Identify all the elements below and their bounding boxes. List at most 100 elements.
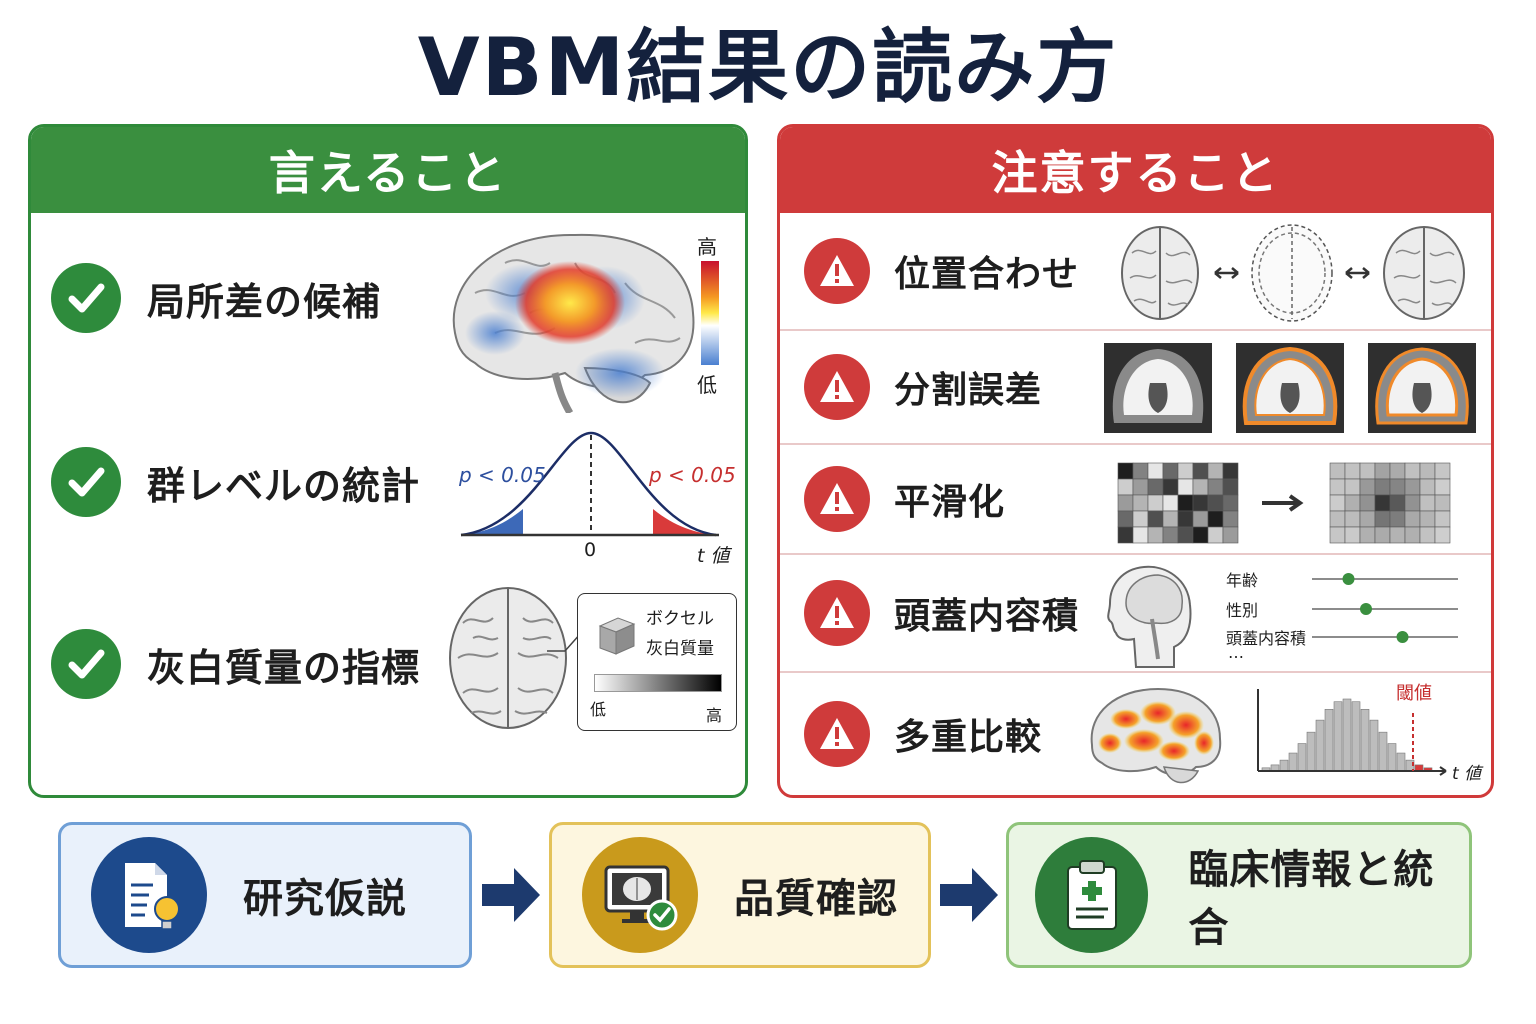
smoothing-grid-cell bbox=[1192, 494, 1209, 512]
smoothing-grid-cell bbox=[1222, 510, 1239, 528]
check-icon bbox=[51, 629, 121, 699]
smoothing-grid-cell bbox=[1222, 478, 1239, 496]
caution-item-tiv: 頭蓋内容積 年齢 性別 頭蓋内容積 … bbox=[780, 555, 1491, 673]
smoothing-grid-cell bbox=[1419, 526, 1436, 544]
caution-item-segmentation: 分割誤差 bbox=[780, 331, 1491, 445]
histogram-bar bbox=[1315, 719, 1325, 772]
brain-multiple-blobs-illustration bbox=[1090, 687, 1222, 784]
smoothing-grid-cell bbox=[1177, 494, 1194, 512]
can-say-item-local-difference: 局所差の候補 bbox=[51, 263, 381, 333]
item-label: 頭蓋内容積 bbox=[894, 596, 1080, 637]
smoothing-grid-cell bbox=[1434, 526, 1451, 544]
caution-heading: 注意すること bbox=[780, 127, 1491, 213]
head-profile-illustration bbox=[1107, 565, 1192, 668]
voxel-callout-line bbox=[547, 632, 582, 652]
flow-step-label: 臨床情報と統合 bbox=[1188, 847, 1435, 951]
flow-step-clinical-integration: 臨床情報と統合 bbox=[1006, 822, 1472, 968]
item-label: 多重比較 bbox=[894, 717, 1043, 758]
item-label: 群レベルの統計 bbox=[147, 463, 421, 508]
smoothing-grid-cell bbox=[1434, 478, 1451, 496]
can-say-item-group-statistics: 群レベルの統計 bbox=[51, 447, 420, 517]
smoothing-illustration bbox=[1117, 462, 1451, 544]
item-label: 灰白質量の指標 bbox=[147, 645, 421, 690]
smoothing-grid-cell bbox=[1359, 478, 1376, 496]
smoothing-grid-cell bbox=[1434, 510, 1451, 528]
smoothing-grid-cell bbox=[1177, 462, 1194, 480]
registration-illustration bbox=[1121, 224, 1465, 322]
covariate-list: 年齢 性別 頭蓋内容積 … bbox=[1226, 563, 1486, 673]
histogram-bar bbox=[1333, 701, 1343, 772]
smoothing-grid-cell bbox=[1344, 478, 1361, 496]
null-distribution-histogram bbox=[1257, 689, 1447, 776]
warning-icon bbox=[804, 466, 870, 532]
smoothing-grid-cell bbox=[1344, 510, 1361, 528]
smoothing-grid-cell bbox=[1329, 510, 1346, 528]
smoothing-grid-cell bbox=[1329, 462, 1346, 480]
smoothing-grid-cell bbox=[1359, 494, 1376, 512]
smoothing-grid-cell bbox=[1192, 478, 1209, 496]
distribution-zero-label: 0 bbox=[584, 539, 597, 561]
t-distribution-plot bbox=[460, 431, 719, 537]
smoothing-grid-cell bbox=[1162, 478, 1179, 496]
warning-icon bbox=[804, 238, 870, 304]
smoothing-grid-cell bbox=[1192, 526, 1209, 544]
flow-step-label: 品質確認 bbox=[734, 876, 898, 922]
grayscale-low-label: 低 bbox=[590, 700, 607, 719]
smoothing-grid-cell bbox=[1117, 510, 1134, 528]
smoothing-grid-cell bbox=[1419, 510, 1436, 528]
smoothing-grid-cell bbox=[1222, 526, 1239, 544]
histogram-bar bbox=[1297, 743, 1307, 772]
smoothing-grid-cell bbox=[1374, 478, 1391, 496]
smoothing-grid-cell bbox=[1344, 494, 1361, 512]
smoothing-grid-cell bbox=[1359, 510, 1376, 528]
covariate-sex-label: 性別 bbox=[1226, 601, 1259, 620]
voxel-legend-box: ボクセル 灰白質量 低 高 bbox=[577, 593, 737, 731]
brain-heatmap-illustration bbox=[452, 233, 695, 413]
smoothing-grid-cell bbox=[1374, 526, 1391, 544]
smoothing-grid-cell bbox=[1419, 462, 1436, 480]
caution-item-smoothing: 平滑化 bbox=[780, 445, 1491, 555]
smoothing-grid-cell bbox=[1222, 494, 1239, 512]
smoothing-grid-cell bbox=[1147, 510, 1164, 528]
smoothing-grid-cell bbox=[1147, 526, 1164, 544]
smoothing-grid-cell bbox=[1404, 510, 1421, 528]
smoothing-grid-cell bbox=[1207, 462, 1224, 480]
voxel-cube-icon bbox=[598, 617, 636, 655]
smoothing-grid-cell bbox=[1329, 478, 1346, 496]
colorbar-high-label: 高 bbox=[697, 235, 717, 259]
caution-panel: 注意すること 位置合わせ 分割誤差 bbox=[777, 124, 1494, 798]
smoothing-grid-cell bbox=[1434, 494, 1451, 512]
grayscale-bar bbox=[594, 674, 722, 692]
can-say-panel: 言えること 局所差の候補 群レベルの統計 灰白質量の指標 bbox=[28, 124, 748, 798]
smoothing-grid-cell bbox=[1162, 510, 1179, 528]
can-say-heading: 言えること bbox=[31, 127, 745, 213]
smoothing-grid-cell bbox=[1419, 478, 1436, 496]
item-label: 分割誤差 bbox=[894, 370, 1043, 411]
smoothing-grid-cell bbox=[1404, 462, 1421, 480]
smoothing-grid-cell bbox=[1344, 526, 1361, 544]
smoothing-grid-cell bbox=[1207, 510, 1224, 528]
histogram-bar bbox=[1396, 752, 1406, 772]
smoothing-grid-cell bbox=[1329, 526, 1346, 544]
threshold-label: 閾値 bbox=[1396, 683, 1432, 704]
flow-step-quality-check: 品質確認 bbox=[549, 822, 931, 968]
smoothing-grid-cell bbox=[1389, 526, 1406, 544]
smoothing-grid-cell bbox=[1389, 494, 1406, 512]
heatmap-colorbar bbox=[701, 261, 719, 365]
warning-icon bbox=[804, 701, 870, 767]
smoothing-grid-cell bbox=[1132, 526, 1149, 544]
item-label: 位置合わせ bbox=[894, 254, 1080, 295]
smoothing-grid-cell bbox=[1374, 510, 1391, 528]
covariate-sliders bbox=[1312, 573, 1458, 643]
flow-arrow-icon bbox=[482, 868, 540, 922]
smoothing-grid-cell bbox=[1404, 526, 1421, 544]
smoothing-grid-cell bbox=[1404, 478, 1421, 496]
histogram-bar bbox=[1288, 752, 1298, 772]
check-icon bbox=[51, 447, 121, 517]
warning-icon bbox=[804, 580, 870, 646]
smoothing-grid-cell bbox=[1177, 478, 1194, 496]
smoothing-grid-cell bbox=[1132, 478, 1149, 496]
smoothing-grid-cell bbox=[1404, 494, 1421, 512]
smoothing-grid-cell bbox=[1389, 462, 1406, 480]
smoothing-grid-cell bbox=[1389, 478, 1406, 496]
